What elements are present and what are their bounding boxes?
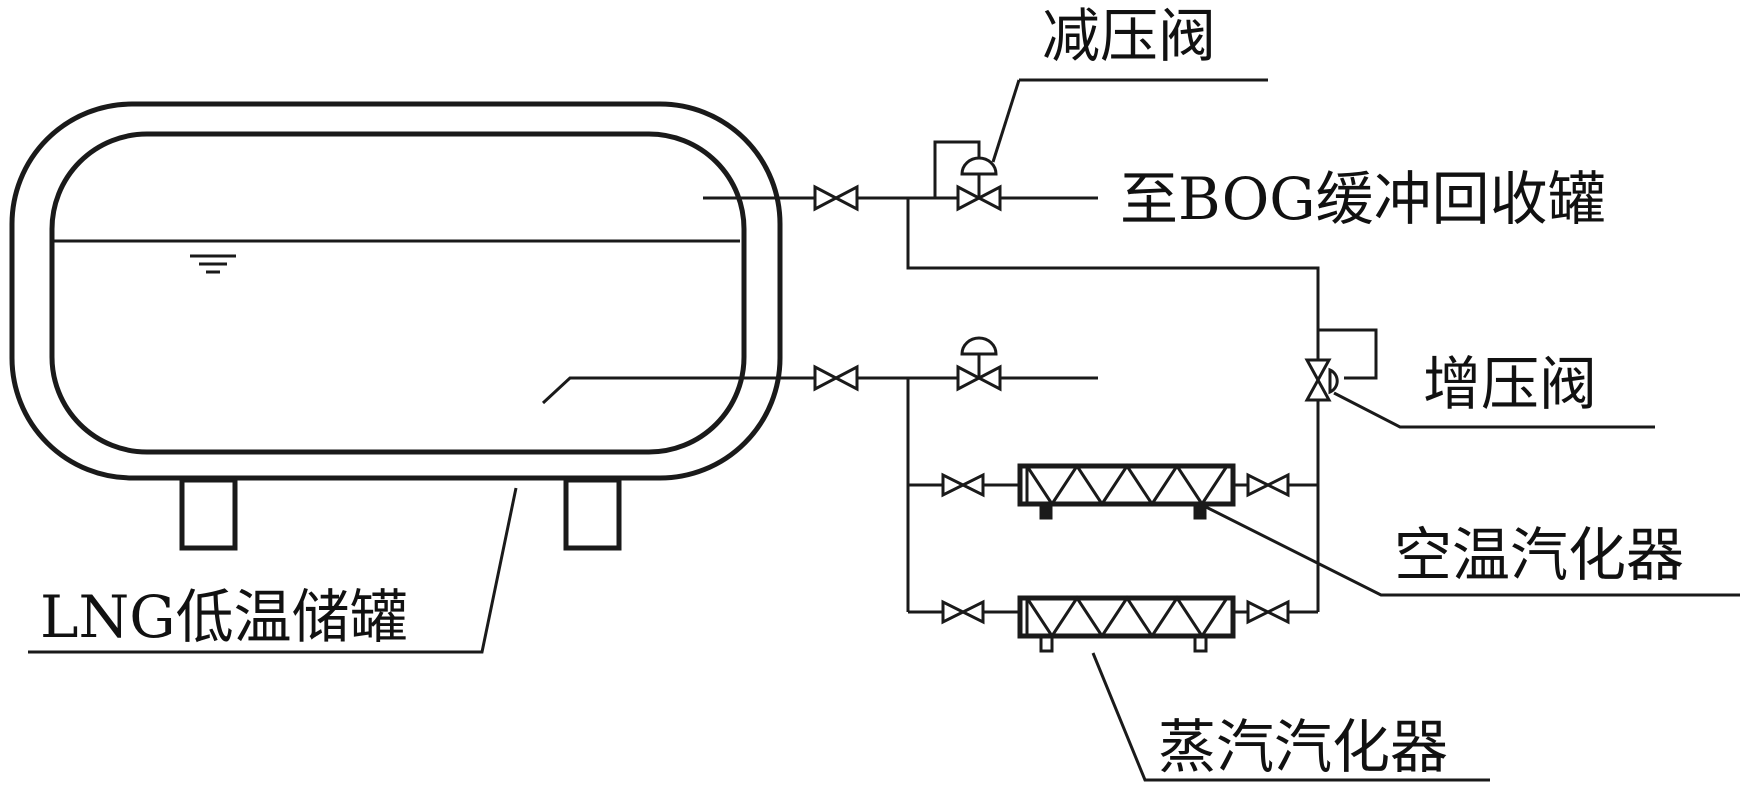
lng-tank-label: LNG低温储罐 bbox=[40, 583, 408, 651]
ambient-vaporizer-branch bbox=[908, 463, 1318, 520]
gas-outlet-valve bbox=[813, 184, 859, 212]
liquid-control-valve bbox=[956, 336, 1002, 392]
tank-outer-shell bbox=[9, 101, 783, 481]
ambient-vaporizer-leader bbox=[1199, 502, 1740, 597]
liquid-outlet-valve bbox=[813, 364, 859, 392]
steam-vaporizer-label: 蒸汽汽化器 bbox=[1158, 713, 1449, 781]
lng-tank-leader bbox=[28, 487, 518, 654]
pressure-reducing-valve-leader bbox=[991, 79, 1021, 163]
steam-vaporizer-body bbox=[1017, 595, 1236, 639]
ambient-vaporizer-label: 空温汽化器 bbox=[1394, 521, 1685, 589]
pressure-boost-valve-label: 增压阀 bbox=[1423, 350, 1598, 418]
pressure-boost-valve-symbol bbox=[1304, 328, 1378, 402]
tank-inner-shell bbox=[49, 131, 747, 455]
steam-vaporizer-coil bbox=[1025, 595, 1229, 639]
steam-vaporizer-branch bbox=[908, 595, 1318, 653]
lng-storage-tank bbox=[9, 101, 783, 551]
liquid-outlet-line bbox=[541, 376, 815, 405]
ambient-vaporizer-coil bbox=[1025, 463, 1229, 507]
pressure-boost-loop-line bbox=[906, 198, 1320, 360]
to-bog-tank-label: 至BOG缓冲回收罐 bbox=[1120, 165, 1606, 233]
pressure-reducing-valve-symbol bbox=[933, 140, 1002, 212]
tank-support-right bbox=[563, 477, 622, 551]
ambient-vaporizer-body bbox=[1017, 463, 1236, 507]
liquid-level-symbol bbox=[190, 254, 236, 274]
pressure-boost-valve-leader bbox=[1333, 391, 1655, 429]
tank-support-left bbox=[179, 477, 238, 551]
steam-vaporizer-leader bbox=[1091, 652, 1490, 782]
pressure-reducing-valve-label: 减压阀 bbox=[1042, 2, 1217, 70]
